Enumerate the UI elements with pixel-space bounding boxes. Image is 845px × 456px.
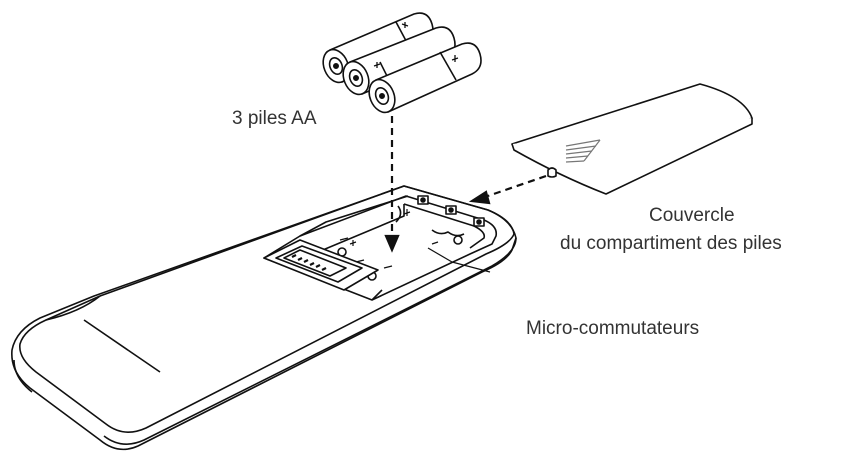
cover-label-line1: Couvercle [649, 205, 735, 226]
insert-batteries-arrow [384, 116, 400, 253]
cover-slide-arrow [468, 174, 547, 205]
batteries-label: 3 piles AA [232, 108, 317, 129]
switches-label: Micro-commutateurs [526, 318, 700, 339]
battery-cover [511, 83, 753, 195]
remote-control [11, 185, 517, 451]
cover-label-line2: du compartiment des piles [560, 233, 782, 254]
battery-icon [368, 42, 482, 114]
batteries-group [322, 12, 482, 114]
